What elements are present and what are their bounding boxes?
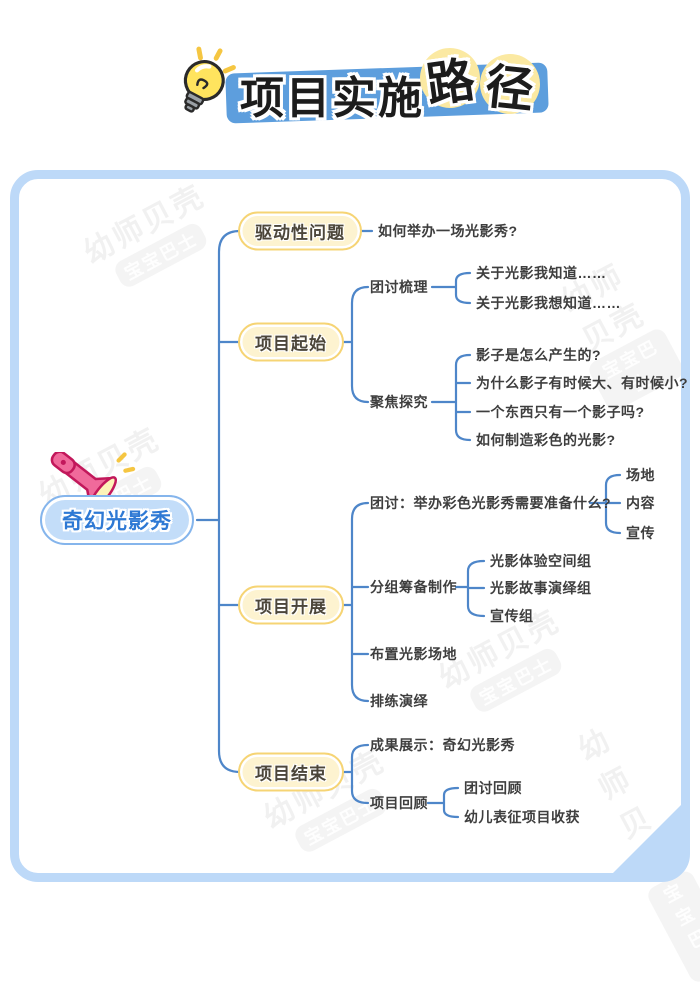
leaf-one-shadow: 一个东西只有一个影子吗? [476,404,645,420]
corner-fold [611,803,683,875]
sub-arrange-venue: 布置光影场地 [370,646,457,662]
sub-project-review: 项目回顾 [370,795,428,811]
leaf-colored-light: 如何制造彩色的光影? [476,432,616,448]
leaf-children-representation: 幼儿表征项目收获 [464,809,580,825]
branch-project-end: 项目结束 [238,752,344,792]
lightbulb-icon [183,46,236,113]
sub-group-discussion: 团讨梳理 [370,279,428,295]
leaf-know-about-light: 关于光影我知道…… [476,265,607,281]
leaf-how-to-hold-show: 如何举办一场光影秀? [378,223,518,239]
leaf-want-to-know: 关于光影我想知道…… [476,295,621,311]
branch-driving-question: 驱动性问题 [238,211,362,251]
leaf-publicity-group: 宣传组 [490,608,534,624]
page-title: 项目实施 [240,74,424,123]
sub-discussion-prepare: 团讨：举办彩色光影秀需要准备什么? [370,495,612,511]
page-header: 项目实施 路径 [168,36,558,136]
leaf-discussion-review: 团讨回顾 [464,780,522,796]
leaf-publicity: 宣传 [626,525,655,541]
sub-achievement-show: 成果展示：奇幻光影秀 [370,737,515,753]
leaf-shadow-size: 为什么影子有时候大、有时候小? [476,375,689,391]
leaf-shadow-origin: 影子是怎么产生的? [476,347,602,363]
sub-group-preparation: 分组筹备制作 [370,579,457,595]
leaf-story-performance-group: 光影故事演绎组 [490,580,592,596]
branch-project-development: 项目开展 [238,585,344,625]
mindmap-board [10,170,690,882]
leaf-venue: 场地 [626,467,655,483]
sub-focused-inquiry: 聚焦探究 [370,394,428,410]
sub-rehearsal: 排练演绎 [370,693,428,709]
leaf-experience-space-group: 光影体验空间组 [490,553,592,569]
root-node: 奇幻光影秀 [40,495,194,545]
leaf-content: 内容 [626,495,655,511]
branch-project-start: 项目起始 [238,322,344,362]
